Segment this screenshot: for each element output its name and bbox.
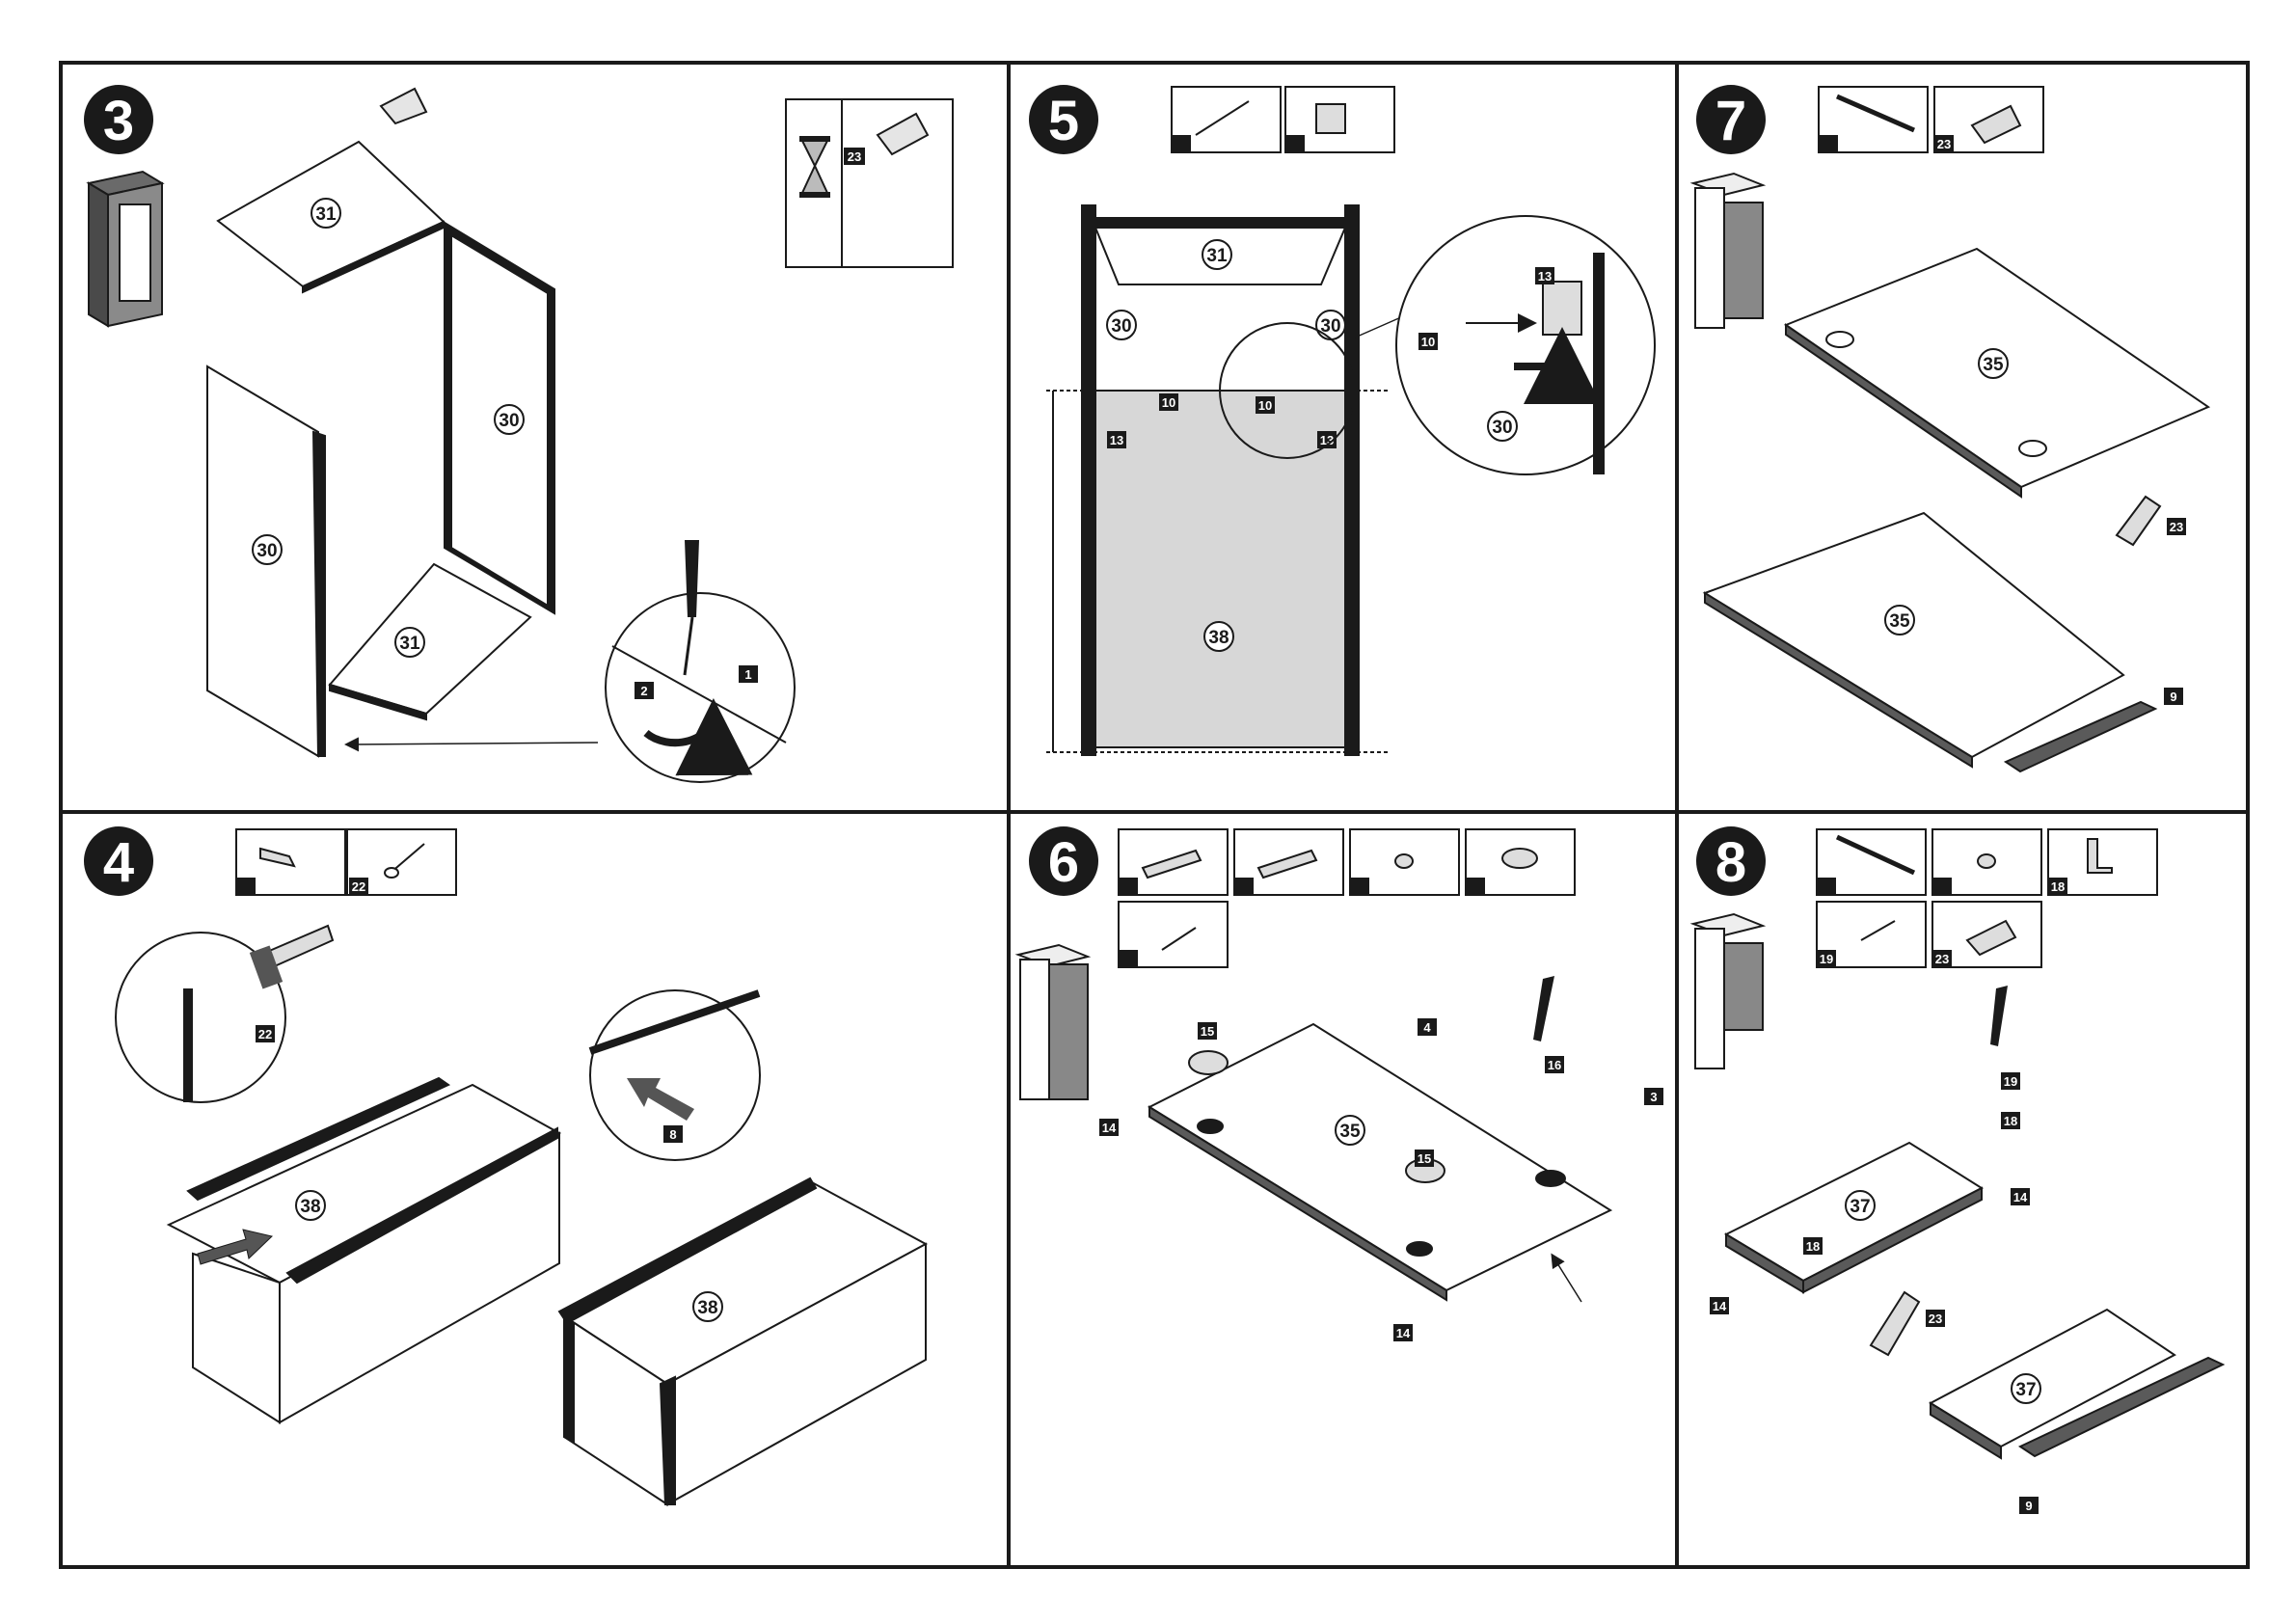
screwdriver-icon: [1990, 986, 2008, 1046]
hinge-icon: [1143, 851, 1201, 878]
tag-detail-bracket: 13: [1538, 269, 1552, 284]
step-6-panel: 6: [1018, 826, 1663, 1341]
part-31: 31: [1206, 246, 1228, 266]
part-31-top: 31: [315, 204, 337, 225]
part-37-bottom: 37: [2015, 1380, 2036, 1400]
tag-screw: 19: [2004, 1074, 2017, 1089]
step-5-panel: 5 31 30 30 38 10: [1029, 85, 1655, 755]
door-35-bottom: [1705, 513, 2155, 771]
bracket-icon: [1316, 104, 1345, 133]
tag-connector: 8: [669, 1127, 676, 1142]
tag-bracket-top: 18: [2004, 1114, 2017, 1128]
step-4-panel: 4 22 22 38: [84, 826, 926, 1504]
tag-box-screw: 19: [1820, 952, 1833, 966]
rail-icon: [1837, 837, 1914, 873]
glue-tube-icon: [878, 114, 928, 154]
part-30-left: 30: [1111, 316, 1131, 337]
screw-icon: [1196, 101, 1249, 135]
part-30-detail: 30: [1492, 418, 1512, 438]
screwdriver-icon: [1533, 976, 1554, 1041]
tag-rail: 9: [2025, 1499, 2032, 1513]
tag-step-1: 1: [744, 667, 751, 682]
tag-glue: 23: [848, 149, 861, 164]
tag-glue: 23: [1929, 1312, 1942, 1326]
part-38: 38: [1208, 628, 1229, 648]
tag-hinge-top: 4: [1423, 1020, 1431, 1035]
drawer-38-right: [559, 1178, 926, 1504]
tag-box-bracket: 18: [2051, 879, 2065, 894]
step-5-number: 5: [1048, 90, 1079, 152]
drawer-front-37-bottom: [1931, 1310, 2223, 1458]
cap-icon: [1395, 854, 1413, 868]
tag-box-glue: 23: [1935, 952, 1949, 966]
glue-tube-icon: [2117, 497, 2160, 545]
tag-step-2: 2: [640, 684, 647, 698]
screw-icon: [1162, 928, 1196, 950]
tag-knob-left: 15: [1201, 1024, 1214, 1039]
hourglass-icon: [802, 141, 827, 193]
part-35-bottom: 35: [1889, 611, 1910, 632]
screw-detail-circle: [606, 593, 795, 782]
door-35: [1149, 1024, 1610, 1300]
connector-screw-icon: [260, 849, 294, 866]
cabinet-thumbnail-icon: [1018, 945, 1088, 1099]
glue-tube-icon: [1967, 921, 2015, 955]
cabinet-thumbnail-icon: [1693, 914, 1763, 1068]
tag-cap-left: 14: [1102, 1121, 1117, 1135]
step-3-number: 3: [103, 90, 134, 152]
cap-icon: [1978, 854, 1995, 868]
part-35-top: 35: [1983, 355, 2004, 375]
parts-boxes-rail-glue: [1819, 87, 2043, 152]
screw-icon: [1861, 921, 1895, 940]
bracket-icon: [2088, 839, 2112, 873]
step-7-panel: 7 23 35 23 3: [1693, 85, 2208, 771]
glue-tube-icon: [1871, 1292, 1919, 1355]
tag-nail-detail: 22: [258, 1027, 272, 1041]
step-4-number: 4: [103, 831, 134, 894]
tag-knob-center: 15: [1418, 1151, 1431, 1166]
tag-cap-left: 14: [1713, 1299, 1727, 1313]
tag-glue: 23: [2170, 520, 2183, 534]
part-38-right: 38: [697, 1298, 717, 1318]
bracket-icon: [1543, 282, 1581, 335]
tag-bracket-bottom: 18: [1806, 1239, 1820, 1254]
tag-rail: 9: [2170, 690, 2176, 704]
tag-nail: 22: [352, 879, 365, 894]
part-30-back: 30: [499, 411, 519, 431]
parts-boxes-hardware: [1817, 829, 2157, 967]
panel-31-bottom: [330, 564, 530, 719]
step-8-number: 8: [1715, 831, 1746, 894]
tag-screw-left: 10: [1162, 395, 1175, 410]
cabinet-thumbnail-icon: [89, 172, 162, 326]
step-3-panel: 3 23 31: [84, 85, 953, 782]
glue-tube-icon: [381, 89, 426, 123]
step-7-number: 7: [1715, 90, 1746, 152]
tag-hinge-right: 3: [1650, 1090, 1657, 1104]
cabinet-front-view: [1046, 205, 1389, 755]
hinge-icon: [1258, 851, 1316, 878]
legend-box-glue-time: [786, 99, 953, 267]
rail-icon: [1837, 96, 1914, 130]
tag-cap-right: 14: [2013, 1190, 2028, 1204]
part-38-left: 38: [300, 1197, 320, 1217]
tag-bracket-left: 13: [1110, 433, 1123, 447]
tag-screw-right: 10: [1258, 398, 1272, 413]
tag-cap-bottom: 14: [1396, 1326, 1411, 1340]
cabinet-thumbnail-icon: [1693, 174, 1763, 328]
glue-tube-icon: [1972, 106, 2020, 143]
part-30-front: 30: [257, 541, 277, 561]
tag-glue-box: 23: [1937, 137, 1951, 151]
tag-detail-screw: 10: [1421, 335, 1435, 349]
step-8-panel: 8 18 19 23 19 18: [1693, 826, 2223, 1514]
part-35: 35: [1339, 1122, 1361, 1142]
part-37-top: 37: [1850, 1197, 1870, 1217]
tag-screw: 16: [1548, 1058, 1561, 1072]
parts-boxes-hardware: [1119, 829, 1575, 967]
knob-icon: [1502, 849, 1537, 868]
part-31-bottom: 31: [399, 634, 420, 654]
step-6-number: 6: [1048, 831, 1079, 894]
